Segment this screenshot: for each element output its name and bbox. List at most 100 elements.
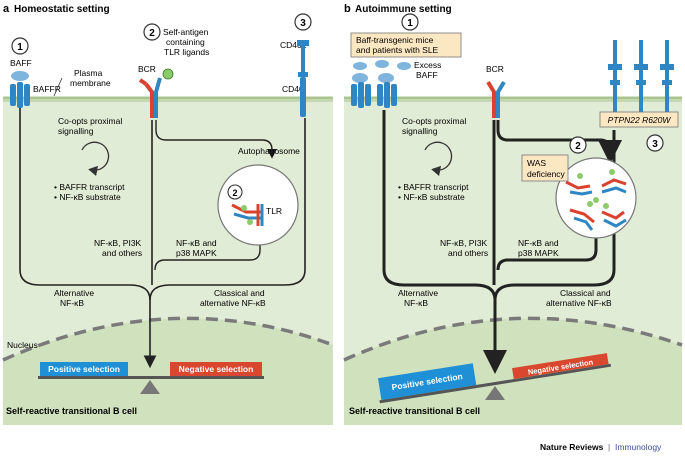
negative-selection-label: Negative selection [179,364,254,374]
nuclear-envelope-b [343,316,683,362]
journal-name: Nature Reviews [540,442,604,452]
bullet-baffr-transcript: • BAFFR transcript [54,182,125,192]
nucleus-label: Nucleus [7,340,38,350]
nfkb-p38-label-1: NF-κB and [176,238,217,248]
svg-text:2: 2 [149,28,155,39]
panel-a: a Homeostatic setting Nucleus 1 2 3 BAFF… [2,3,334,425]
selection-balance: Positive selection Negative selection [38,362,264,394]
cd40-label: CD40 [282,84,304,94]
marker-b-3 [646,134,664,152]
autophagosome-label: Autophagosome [238,146,300,156]
footer: Nature Reviews | Immunology [540,442,662,452]
fulcrum-b [485,386,505,400]
nfkb-p38-label-b-1: NF-κB and [518,238,559,248]
selection-balance-b: Positive selection Negative selection [377,353,612,404]
baff-label: BAFF [10,58,32,68]
excess-baff-label-1: Excess [414,60,441,70]
svg-text:signalling: signalling [402,126,438,136]
alternative-label-b-1: Alternative [398,288,438,298]
plasma-membrane-label-2: membrane [70,78,111,88]
classical-path [149,118,306,301]
tlr-path [154,240,261,271]
svg-text:BAFF: BAFF [416,70,438,80]
cd40l-label: CD40L [280,40,307,50]
positive-selection-label: Positive selection [48,364,120,374]
was-deficiency-label-1: WAS [527,158,546,168]
cycle-arrow-icon-b [424,141,453,177]
self-antigen-label-1: Self-antigen [163,27,209,37]
was-deficiency-box [521,154,569,182]
footer-separator: | [608,442,610,452]
bcr-receptor [138,68,174,118]
negative-selection-box [170,362,262,376]
bcr-receptor-b [486,80,506,118]
svg-text:and others: and others [448,248,488,258]
nuclear-envelope [2,316,334,362]
svg-text:alternative NF-κB: alternative NF-κB [546,298,612,308]
nfkb-pi3k-label-b-1: NF-κB, PI3K [440,238,488,248]
ptpn22-box [599,111,679,128]
svg-text:2: 2 [232,188,237,198]
nucleus-region [3,318,333,425]
svg-text:2: 2 [575,141,581,152]
bcr-label-b: BCR [486,64,504,74]
bullet-b-baffr-transcript: • BAFFR transcript [398,182,469,192]
plasma-membrane-label-1: Plasma [74,68,103,78]
coopts-label-b-1: Co-opts proximal [402,116,466,126]
autophagosome-arrow [155,120,277,159]
cell-label: Self-reactive transitional B cell [6,406,137,416]
positive-selection-box [40,362,128,376]
baff-transgenic-label-1: Baff-transgenic mice [356,35,434,45]
svg-text:containing: containing [166,37,205,47]
svg-text:and others: and others [102,248,142,258]
negative-selection-box-b [512,353,609,380]
fulcrum [140,380,160,394]
alternative-label-1: Alternative [54,288,94,298]
classical-label-1: Classical and [214,288,265,298]
svg-text:signalling: signalling [58,126,94,136]
svg-text:and patients with SLE: and patients with SLE [356,45,439,55]
marker-2-inner [227,184,243,200]
tlr-label: TLR [266,206,282,216]
tlr-complex [231,203,264,226]
nfkb-pi3k-label-1: NF-κB, PI3K [94,238,142,248]
svg-text:1: 1 [407,18,413,29]
panel-b-title: Autoimmune setting [355,4,452,15]
excess-baff [352,60,411,83]
cd40-receptors-b [608,40,674,115]
svg-text:3: 3 [652,139,658,150]
bullet-b-nfkb-substrate: • NF-κB substrate [398,192,465,202]
positive-selection-box-b [377,363,477,400]
panel-a-letter: a [3,3,10,15]
journal-section: Immunology [615,442,662,452]
alternative-nfkb-path [19,108,157,369]
svg-text:1: 1 [17,42,23,53]
panel-b: b Autoimmune setting 1 Baff-transgenic m… [343,3,683,425]
classical-label-b-1: Classical and [560,288,611,298]
svg-text:3: 3 [300,18,306,29]
baff-receptor [10,71,30,108]
svg-text:p38 MAPK: p38 MAPK [518,248,559,258]
marker-1 [11,37,29,55]
svg-text:deficiency: deficiency [527,169,566,179]
marker-3 [294,13,312,31]
svg-text:NF-κB: NF-κB [404,298,428,308]
autophagosome-arrow-b [496,120,622,164]
panel-b-letter: b [344,3,351,15]
cd40-receptor [297,40,309,117]
baffr-label: BAFFR [33,84,61,94]
marker-b-2 [569,136,587,154]
marker-2 [143,23,161,41]
svg-text:alternative NF-κB: alternative NF-κB [200,298,266,308]
svg-text:NF-κB: NF-κB [60,298,84,308]
classical-path-b [493,130,616,301]
panel-a-title: Homeostatic setting [14,4,110,15]
svg-text:p38 MAPK: p38 MAPK [176,248,217,258]
tlr-complexes-b [565,169,627,231]
ptpn22-label: PTPN22 R620W [608,115,672,125]
bullet-nfkb-substrate: • NF-κB substrate [54,192,121,202]
baff-receptors-b [351,82,397,108]
tlr-path-b [496,238,598,271]
bcr-label: BCR [138,64,156,74]
